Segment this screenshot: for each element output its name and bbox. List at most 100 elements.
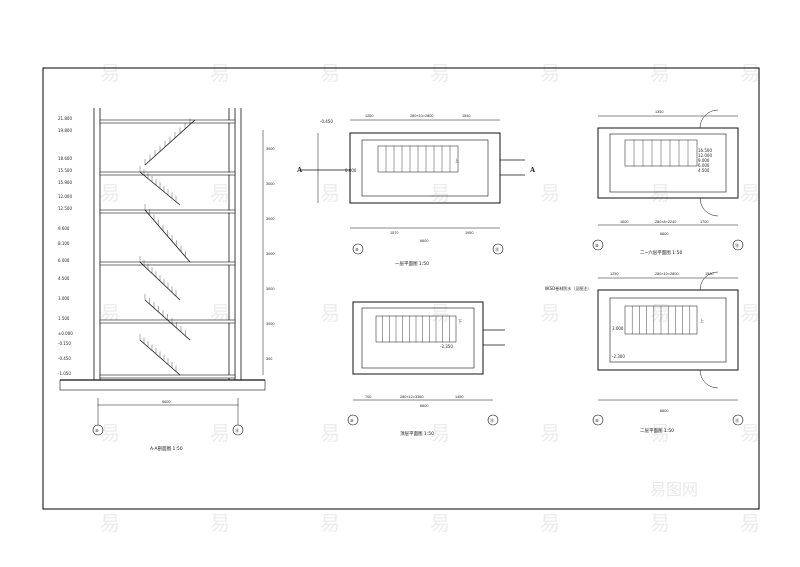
svg-text:⑩: ⑩ bbox=[350, 418, 354, 423]
plan-first bbox=[300, 119, 525, 229]
section-elevation-label: 12.500 bbox=[58, 206, 72, 211]
middle-stairs-dim: 280×8=2240 bbox=[655, 220, 676, 224]
roof-axis-right: ⑫ bbox=[487, 414, 499, 426]
section-elevation-label: 15.900 bbox=[58, 180, 72, 185]
watermark-glyph: 易 bbox=[430, 421, 450, 445]
watermark-glyph: 易 bbox=[100, 181, 120, 205]
first-top-a: 1250 bbox=[365, 114, 373, 118]
watermark-glyph: 易 bbox=[430, 181, 450, 205]
section-elevation-label: 6.000 bbox=[58, 258, 70, 263]
watermark-glyph: 易 bbox=[540, 421, 560, 445]
plan-first-labels: A A 280×10=2800 1250 1540 1570 1950 6600… bbox=[297, 114, 535, 267]
section-side-dim: 3000 bbox=[266, 252, 274, 256]
section-elevation-label: 18.600 bbox=[58, 156, 72, 161]
watermark-glyph: 易 bbox=[320, 511, 340, 535]
section-marker-left: A bbox=[297, 166, 302, 174]
roof-bottom-c: 700 bbox=[365, 395, 371, 399]
svg-text:⑫: ⑫ bbox=[495, 246, 499, 252]
second-axis-left: ⑩ bbox=[592, 414, 604, 426]
watermark-glyph: 易 bbox=[540, 61, 560, 85]
watermark-glyph: 易 bbox=[100, 61, 120, 85]
svg-text:⑫: ⑫ bbox=[235, 427, 239, 433]
watermark-glyph: 易 bbox=[320, 61, 340, 85]
watermark-glyph: 易 bbox=[100, 421, 120, 445]
section-elevation-label: 8.100 bbox=[58, 241, 70, 246]
section-side-dim: 3000 bbox=[266, 287, 274, 291]
middle-bottom-e: 1700 bbox=[700, 220, 708, 224]
watermark-glyph: 易 bbox=[650, 511, 670, 535]
watermark-glyph: 易 bbox=[740, 301, 760, 325]
second-stairs-dim: 280×10=2800 bbox=[655, 272, 678, 276]
watermark-glyph: 易 bbox=[430, 511, 450, 535]
section-elevation-label: -0.150 bbox=[58, 341, 71, 346]
section-elevation-label: 1.500 bbox=[58, 316, 70, 321]
middle-elev-b: 12.000 bbox=[698, 153, 712, 158]
middle-elev-e: 4.500 bbox=[698, 168, 710, 173]
floor-slab bbox=[99, 261, 236, 266]
section-elevation-label: -0.450 bbox=[58, 356, 71, 361]
second-axis-right: ⑫ bbox=[732, 414, 744, 426]
section-elevation-label: ±0.000 bbox=[58, 331, 73, 336]
section-elevation-label: 9.600 bbox=[58, 226, 70, 231]
second-total: 6600 bbox=[660, 409, 668, 413]
section-drawing bbox=[59, 108, 266, 425]
watermark-glyph: 易 bbox=[540, 301, 560, 325]
watermark-glyph: 易 bbox=[740, 511, 760, 535]
second-top-e: 1500 bbox=[705, 272, 713, 276]
second-elev: 3.000 bbox=[612, 326, 624, 331]
section-elevation-label: 19.800 bbox=[58, 128, 72, 133]
watermark-glyph: 易 bbox=[210, 421, 230, 445]
watermark-glyph: 易 bbox=[650, 301, 670, 325]
watermark-glyph: 易 bbox=[210, 511, 230, 535]
section-elevation-label: 21.800 bbox=[58, 116, 72, 121]
watermark-glyph: 易 bbox=[100, 511, 120, 535]
plan-middle-labels: 1350 280×8=2240 1600 1700 6600 16.500 12… bbox=[592, 110, 744, 256]
plan-middle bbox=[597, 109, 739, 226]
watermark-logo: 易图网 bbox=[650, 480, 698, 499]
first-top-b: 1540 bbox=[462, 114, 470, 118]
middle-bottom-d: 1600 bbox=[620, 220, 628, 224]
section-elevation-label: 3.000 bbox=[58, 296, 70, 301]
second-plan-title: 二层平面图 1:50 bbox=[640, 428, 674, 434]
section-elevation-label: -1.050 bbox=[58, 371, 71, 376]
roof-axis-left: ⑩ bbox=[347, 414, 359, 426]
svg-text:⑫: ⑫ bbox=[735, 417, 739, 423]
first-total: 6600 bbox=[420, 239, 428, 243]
second-top-a: 1250 bbox=[610, 272, 618, 276]
watermark-glyph: 易 bbox=[100, 301, 120, 325]
first-axis-right: ⑫ bbox=[492, 243, 504, 255]
section-axis-right: ⑫ bbox=[232, 424, 244, 436]
floor-slab bbox=[99, 209, 236, 214]
svg-text:⑩: ⑩ bbox=[595, 243, 599, 248]
roof-total: 6600 bbox=[420, 404, 428, 408]
middle-elev-c: 9.000 bbox=[698, 158, 710, 163]
watermark-glyph: 易 bbox=[210, 61, 230, 85]
section-elevation-label: 4.500 bbox=[58, 276, 70, 281]
plan-second bbox=[597, 271, 739, 401]
watermark-glyph: 易 bbox=[320, 421, 340, 445]
second-up-marker: 上 bbox=[700, 317, 704, 323]
section-elevation-label: 15.500 bbox=[58, 168, 72, 173]
watermark-glyph: 易 bbox=[320, 301, 340, 325]
svg-text:⑩: ⑩ bbox=[355, 247, 359, 252]
svg-text:⑩: ⑩ bbox=[595, 418, 599, 423]
watermark-glyph: 易 bbox=[430, 301, 450, 325]
floor-slab bbox=[99, 171, 236, 176]
svg-text:⑫: ⑫ bbox=[490, 417, 494, 423]
second-elev-2: -2.300 bbox=[612, 354, 625, 359]
second-note: ⅡKSD卷材防水（见图注） bbox=[545, 285, 591, 291]
first-plan-title: 一层平面图 1:50 bbox=[395, 261, 429, 267]
watermark-layer: 易易易易易易易易易易易易易易易易易易易易易易易易易易易易易易易易易易易 易图网 bbox=[100, 61, 760, 535]
roof-down-marker: 下 bbox=[458, 319, 462, 324]
watermark-glyph: 易 bbox=[210, 181, 230, 205]
first-up-marker: 上 bbox=[455, 157, 459, 163]
watermark-glyph: 易 bbox=[650, 421, 670, 445]
section-side-dim: 3000 bbox=[266, 182, 274, 186]
first-elev: 0.000 bbox=[345, 168, 357, 173]
middle-axis-left: ⑩ bbox=[592, 239, 604, 251]
first-elev-2: -0.450 bbox=[320, 119, 333, 124]
section-side-dim: 3000 bbox=[266, 322, 274, 326]
watermark-glyph: 易 bbox=[740, 181, 760, 205]
watermark-glyph: 易 bbox=[540, 181, 560, 205]
watermark-glyph: 易 bbox=[320, 181, 340, 205]
